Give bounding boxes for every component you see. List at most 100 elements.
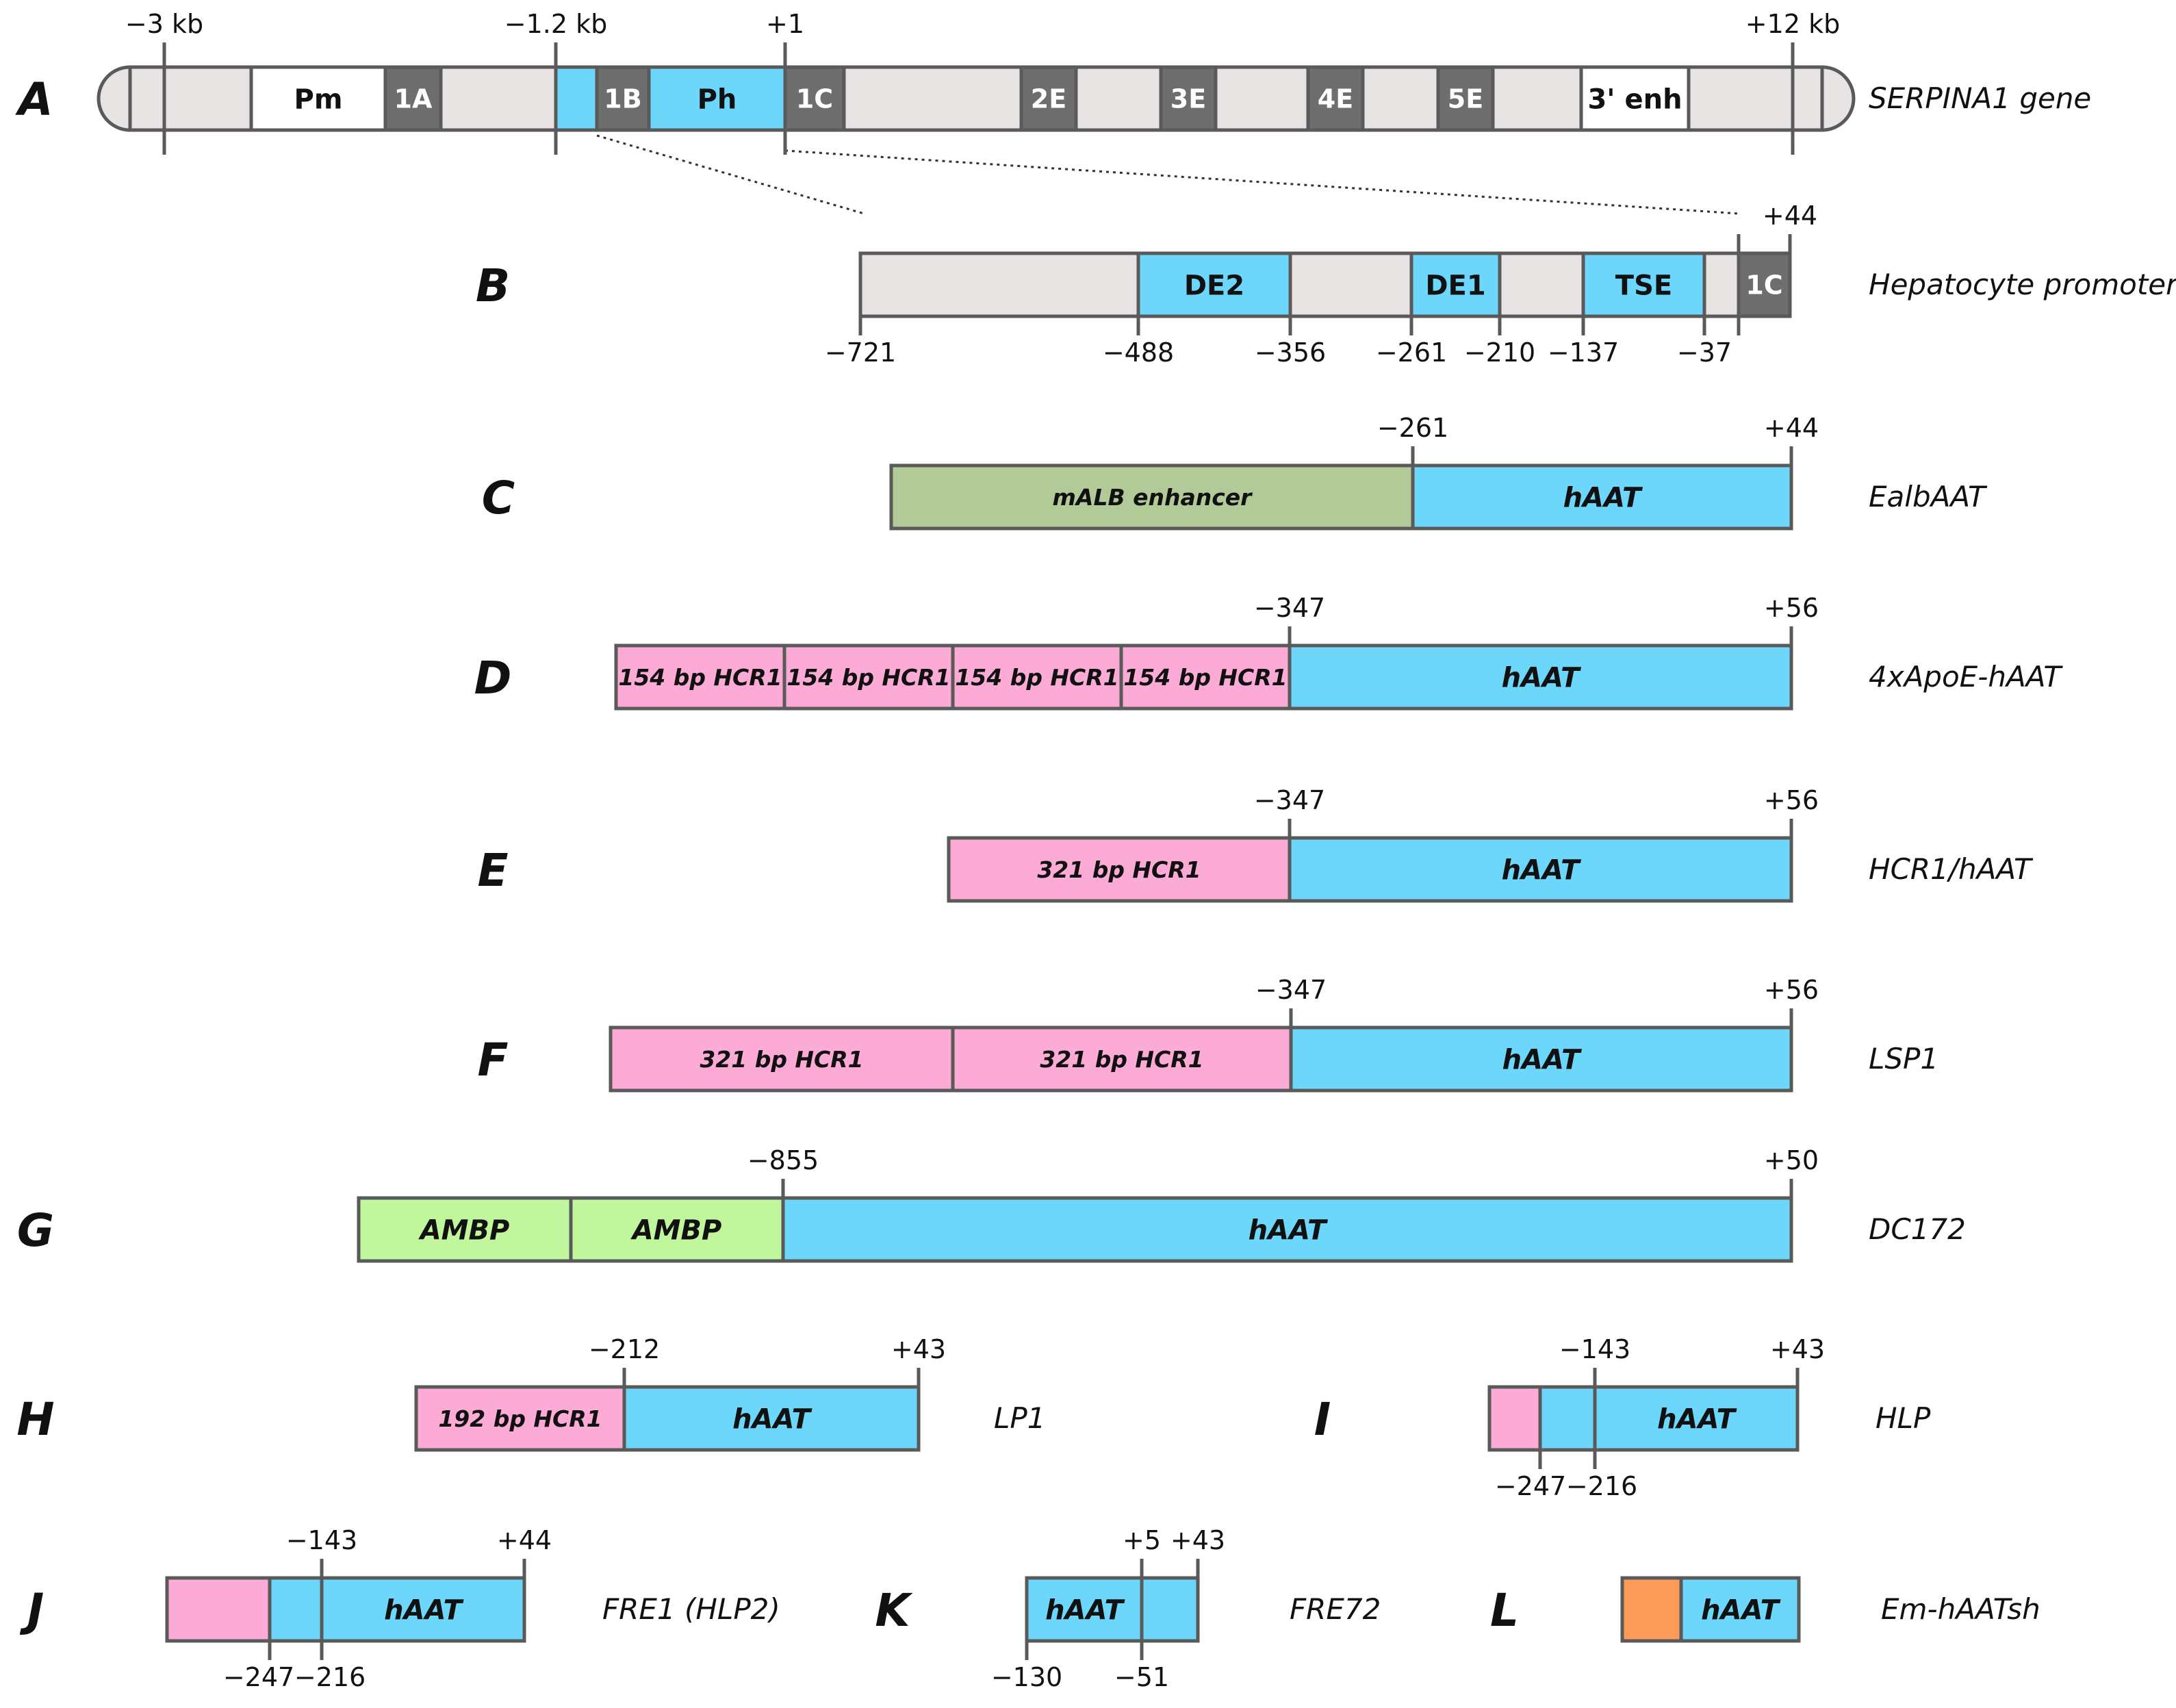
- tick-label: +56: [1764, 593, 1819, 623]
- segment-label: DE1: [1425, 270, 1485, 301]
- panel-l: hAAT L Em-hAATsh: [1490, 1576, 2040, 1643]
- segment-j-1: [268, 1576, 324, 1643]
- construct-name: Em-hAATsh: [1881, 1592, 2040, 1626]
- tick-label: −37: [1677, 337, 1732, 368]
- segment-label: 5E: [1448, 84, 1483, 114]
- segment-label: DE2: [1184, 270, 1244, 301]
- tick-label: −216: [294, 1662, 366, 1692]
- tick-label: +44: [1763, 201, 1817, 231]
- panel-letter: L: [1490, 1584, 1519, 1637]
- construct-name: FRE72: [1290, 1592, 1381, 1626]
- segment-label: Pm: [294, 84, 343, 115]
- segment-label: 192 bp HCR1: [438, 1405, 602, 1432]
- segment-label: TSE: [1615, 270, 1672, 301]
- segment-a-16: [1491, 65, 1583, 132]
- segment-e-0: [947, 836, 1292, 903]
- panel-letter: F: [477, 1034, 508, 1086]
- panel-letter: H: [16, 1393, 54, 1446]
- tick-label: −261: [1376, 337, 1447, 368]
- construct-name: 4xApoE-hAAT: [1869, 660, 2063, 693]
- segment-label: hAAT: [1502, 662, 1582, 693]
- tick-label: +43: [1770, 1334, 1825, 1364]
- tick-label: −216: [1566, 1471, 1637, 1501]
- segment-label: 4E: [1318, 84, 1353, 114]
- tick-label: −721: [825, 337, 896, 368]
- tick-label: −347: [1254, 785, 1325, 815]
- tick-label: −261: [1377, 413, 1448, 443]
- tick-label: −3 kb: [125, 9, 203, 39]
- segment-h-1: [622, 1385, 921, 1452]
- segment-a-4: [554, 65, 599, 132]
- construct-name: LSP1: [1869, 1042, 1938, 1075]
- segment-b-2: [1288, 251, 1413, 318]
- tick-label: −143: [1559, 1334, 1630, 1364]
- segment-e-1: [1288, 836, 1793, 903]
- construct-name: HCR1/hAAT: [1869, 852, 2034, 886]
- segment-label: 2E: [1031, 84, 1066, 114]
- segment-label: 321 bp HCR1: [1037, 856, 1201, 883]
- segment-label: AMBP: [418, 1214, 510, 1246]
- segment-label: Ph: [697, 84, 737, 115]
- segment-label: hAAT: [1701, 1594, 1781, 1626]
- segment-label: 154 bp HCR1: [955, 664, 1118, 691]
- tick-label: −247: [1495, 1471, 1566, 1501]
- tick-label: +1: [766, 9, 804, 39]
- segment-i-0: [1487, 1385, 1542, 1452]
- segment-label: 3E: [1170, 84, 1206, 114]
- tick-label: −855: [747, 1145, 819, 1175]
- tick-label: −247: [223, 1662, 294, 1692]
- tick-label: +43: [891, 1334, 946, 1364]
- segment-i-1: [1538, 1385, 1597, 1452]
- tick-label: −143: [286, 1525, 357, 1555]
- segment-label: hAAT: [1657, 1403, 1737, 1435]
- tick-label: −347: [1255, 975, 1327, 1005]
- segment-label: AMBP: [630, 1214, 722, 1246]
- segment-f-0: [609, 1025, 955, 1093]
- segment-d-0: [614, 643, 786, 711]
- segment-j-0: [165, 1576, 272, 1643]
- panel-letter: J: [20, 1584, 44, 1637]
- panel-i: hAAT −143 +43 −247−216 I HLP: [1314, 1334, 1931, 1501]
- segment-a-3: [439, 65, 558, 132]
- segment-a-7: [783, 65, 846, 132]
- segment-a-8: [842, 65, 1023, 132]
- segment-l-0: [1620, 1576, 1683, 1643]
- tick-label: +56: [1764, 975, 1819, 1005]
- segment-l-1: [1679, 1576, 1801, 1643]
- construct-name: HLP: [1876, 1401, 1931, 1435]
- construct-name: Hepatocyte promoter: [1869, 268, 2176, 301]
- tick-label: −488: [1103, 337, 1174, 368]
- segment-h-0: [414, 1385, 626, 1452]
- segment-label: hAAT: [1563, 482, 1643, 513]
- segment-b-4: [1498, 251, 1585, 318]
- tick-label: −51: [1114, 1662, 1169, 1692]
- zoom-guide-line: [784, 149, 1739, 215]
- segment-d-1: [782, 643, 955, 711]
- segment-label: hAAT: [1249, 1214, 1329, 1246]
- panel-letter: E: [477, 844, 508, 897]
- construct-name: LP1: [994, 1401, 1045, 1435]
- panel-letter: D: [474, 652, 512, 704]
- segment-a-1: [249, 65, 387, 132]
- segment-label: 154 bp HCR1: [618, 664, 782, 691]
- segment-a-6: [647, 65, 787, 132]
- tick-label: −210: [1464, 337, 1535, 368]
- segment-a-0: [128, 65, 253, 132]
- construct-name: DC172: [1869, 1212, 1966, 1246]
- tick-label: −1.2 kb: [504, 9, 607, 39]
- segment-b-0: [858, 251, 1140, 318]
- segment-label: 1C: [1745, 270, 1782, 301]
- segment-b-6: [1702, 251, 1741, 318]
- segment-a-18: [1687, 65, 1824, 132]
- panel-letter: I: [1314, 1393, 1331, 1446]
- segment-k-1: [1140, 1576, 1200, 1643]
- tick-label: −347: [1254, 593, 1325, 623]
